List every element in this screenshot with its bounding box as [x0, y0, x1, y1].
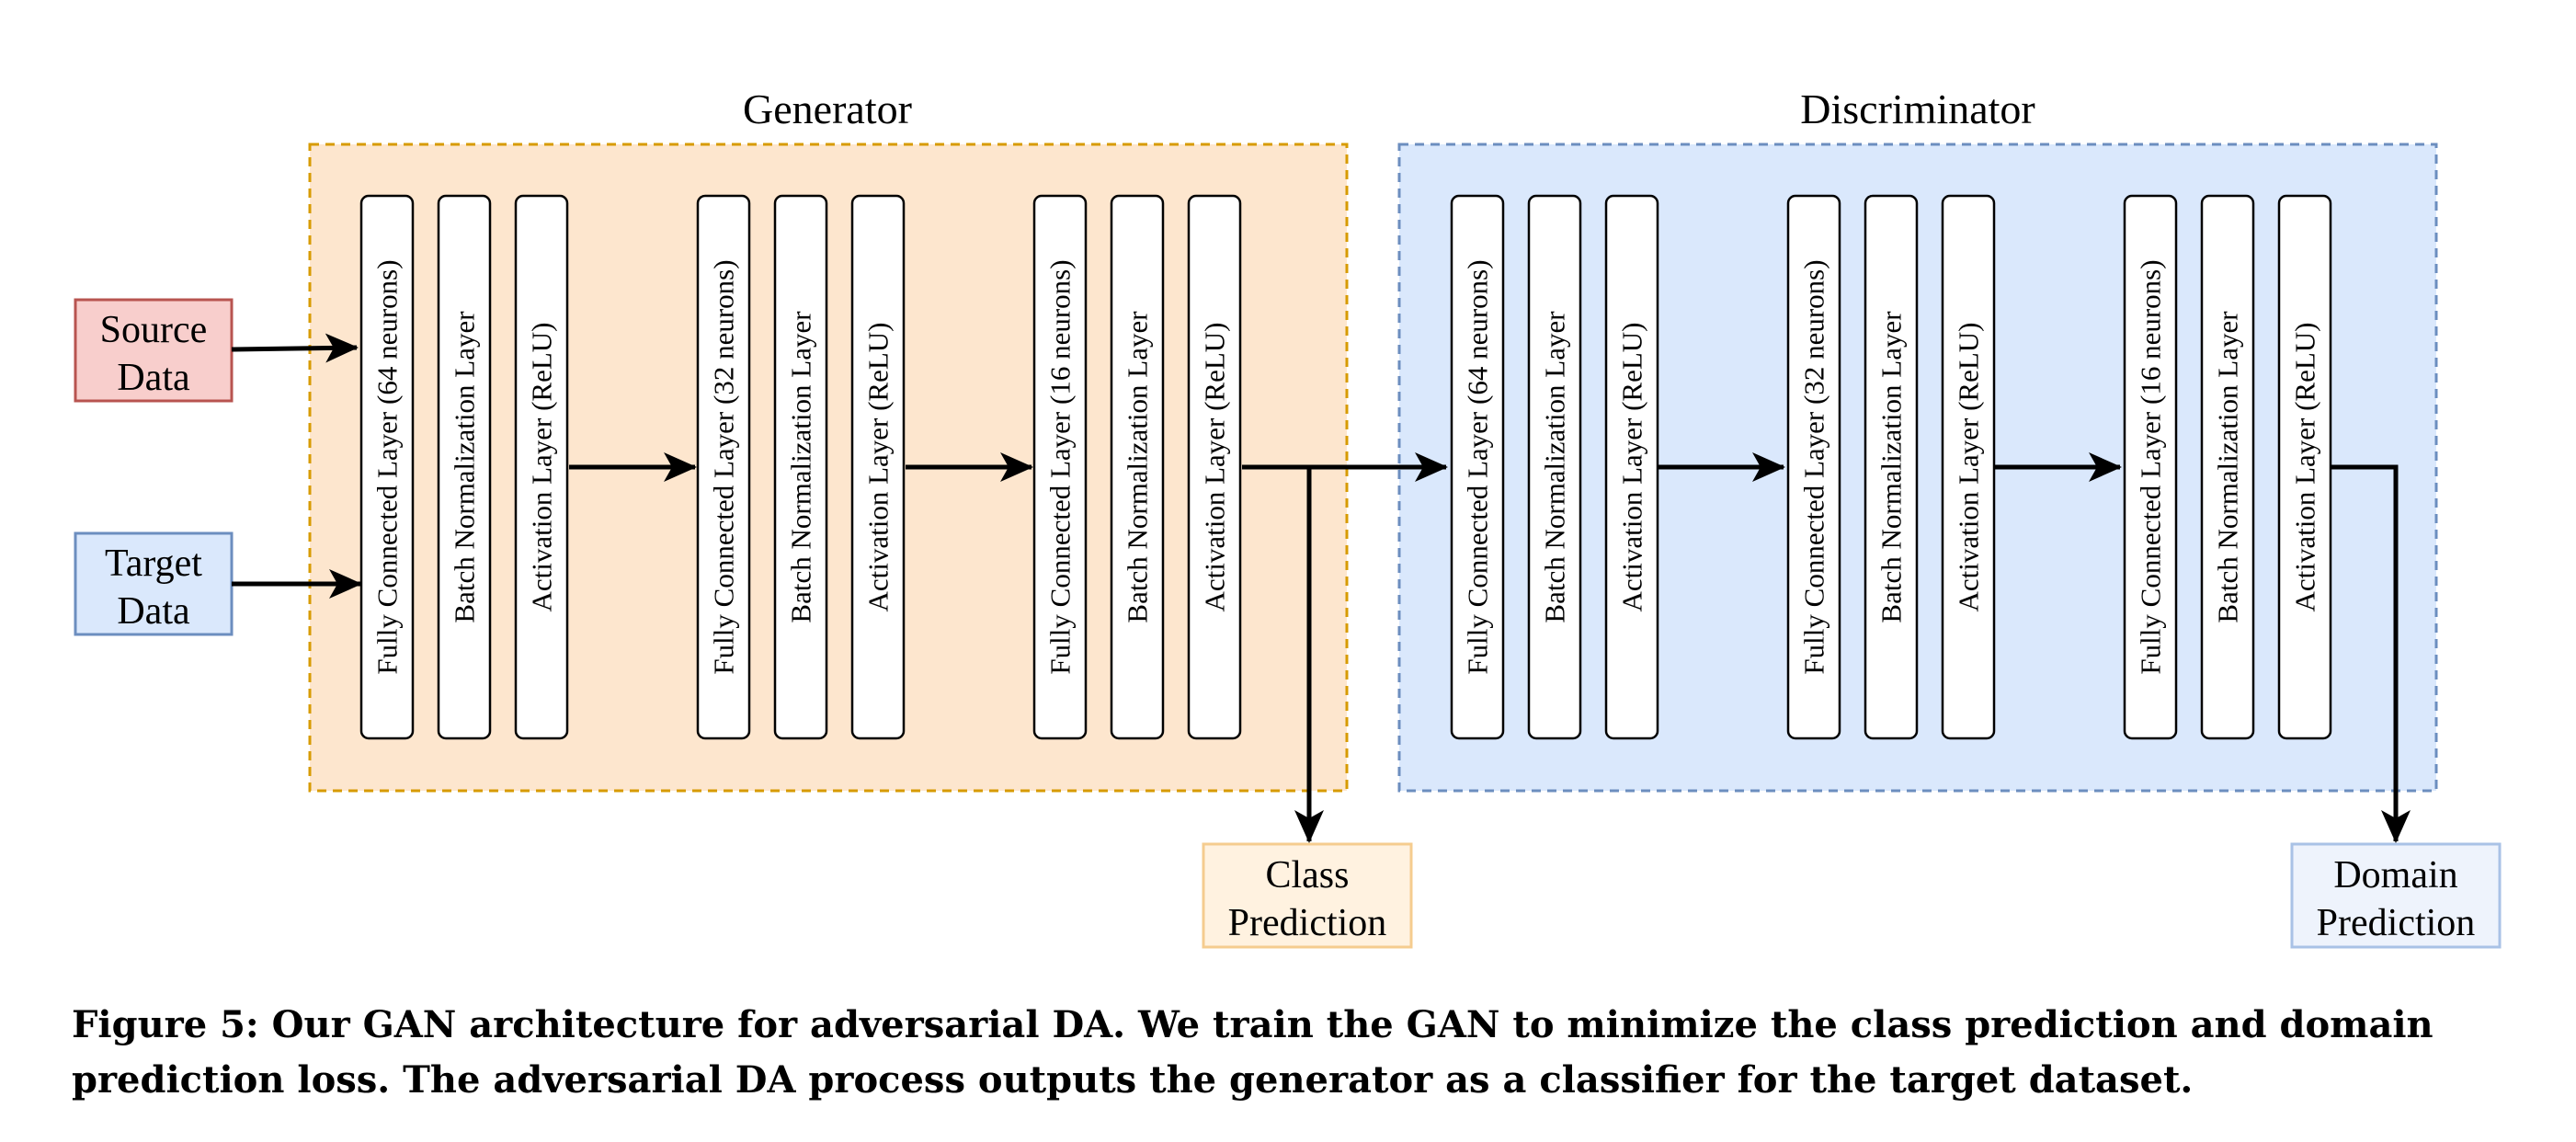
- class-prediction-label-line1: Class: [1265, 854, 1349, 896]
- discriminator-block1-layer1-box: [1450, 194, 1505, 740]
- discriminator-block3-layer1-label: Fully Connected Layer (16 neurons): [2135, 259, 2167, 674]
- source-data-label-line2: Data: [117, 357, 190, 399]
- discriminator-block3-layer3-label: Activation Layer (ReLU): [2289, 322, 2321, 611]
- generator-block1-layer1-box: [359, 194, 415, 740]
- domain-prediction-box: [2290, 842, 2502, 949]
- discriminator-block2-layer2-box: [1864, 194, 1919, 740]
- target-data-label-line1: Target: [105, 542, 202, 585]
- discriminator-block1-layer2-box: [1527, 194, 1582, 740]
- generator-layers: Fully Connected Layer (64 neurons) Batch …: [359, 194, 1242, 740]
- discriminator-layers: Fully Connected Layer (64 neurons) Batch …: [1450, 194, 2332, 740]
- discriminator-block1-layer2-label: Batch Normalization Layer: [1539, 311, 1571, 623]
- domain-prediction-label-line1: Domain: [2333, 854, 2457, 896]
- discriminator-block2-layer3-label: Activation Layer (ReLU): [1953, 322, 1985, 611]
- source-data-box: [74, 298, 234, 403]
- discriminator-block2-layer1-box: [1786, 194, 1841, 740]
- connectors: [231, 333, 2411, 843]
- generator-block3-layer3-label: Activation Layer (ReLU): [1199, 322, 1231, 611]
- source-data-label-line1: Source: [100, 309, 208, 351]
- generator-block1-layer2-label: Batch Normalization Layer: [449, 311, 481, 623]
- generator-block2-layer1-box: [696, 194, 751, 740]
- generator-block3-layer2-box: [1110, 194, 1165, 740]
- arrow-to-domain-prediction: [2331, 464, 2411, 843]
- generator-block1-layer3-label: Activation Layer (ReLU): [526, 322, 558, 611]
- generator-block2-layer3-box: [850, 194, 906, 740]
- figure-caption-label: Figure 5:: [72, 1003, 259, 1046]
- discriminator-block2-layer2-label: Batch Normalization Layer: [1875, 311, 1908, 623]
- generator-block1-layer2-box: [437, 194, 492, 740]
- generator-block2-layer1-label: Fully Connected Layer (32 neurons): [708, 259, 740, 674]
- discriminator-block1-layer3-label: Activation Layer (ReLU): [1616, 322, 1648, 611]
- discriminator-block3-layer2-box: [2200, 194, 2255, 740]
- figure-caption: Figure 5: Our GAN architecture for adver…: [72, 998, 2545, 1108]
- generator-block1-layer3-box: [514, 194, 569, 740]
- discriminator-block3-layer2-label: Batch Normalization Layer: [2212, 311, 2244, 623]
- discriminator-block2-layer1-label: Fully Connected Layer (32 neurons): [1798, 259, 1830, 674]
- arrow-source-to-generator: [231, 333, 359, 363]
- class-prediction-box: [1202, 842, 1413, 949]
- discriminator-block1-layer1-label: Fully Connected Layer (64 neurons): [1462, 259, 1494, 674]
- figure-caption-text: Our GAN architecture for adversarial DA.…: [72, 1003, 2434, 1102]
- generator-block3-layer1-box: [1032, 194, 1088, 740]
- generator-block3-layer3-box: [1187, 194, 1242, 740]
- class-prediction-label-line2: Prediction: [1228, 902, 1387, 944]
- discriminator-title: Discriminator: [1800, 86, 2035, 132]
- generator-block2-layer3-label: Activation Layer (ReLU): [862, 322, 895, 611]
- generator-block2-layer2-box: [773, 194, 828, 740]
- generator-title: Generator: [743, 86, 912, 132]
- domain-prediction-label-line2: Prediction: [2317, 902, 2476, 944]
- generator-block3-layer1-label: Fully Connected Layer (16 neurons): [1044, 259, 1077, 674]
- generator-block1-layer1-label: Fully Connected Layer (64 neurons): [371, 259, 404, 674]
- discriminator-block3-layer1-box: [2123, 194, 2178, 740]
- target-data-label-line2: Data: [117, 590, 190, 633]
- generator-block2-layer2-label: Batch Normalization Layer: [785, 311, 817, 623]
- generator-block3-layer2-label: Batch Normalization Layer: [1122, 311, 1154, 623]
